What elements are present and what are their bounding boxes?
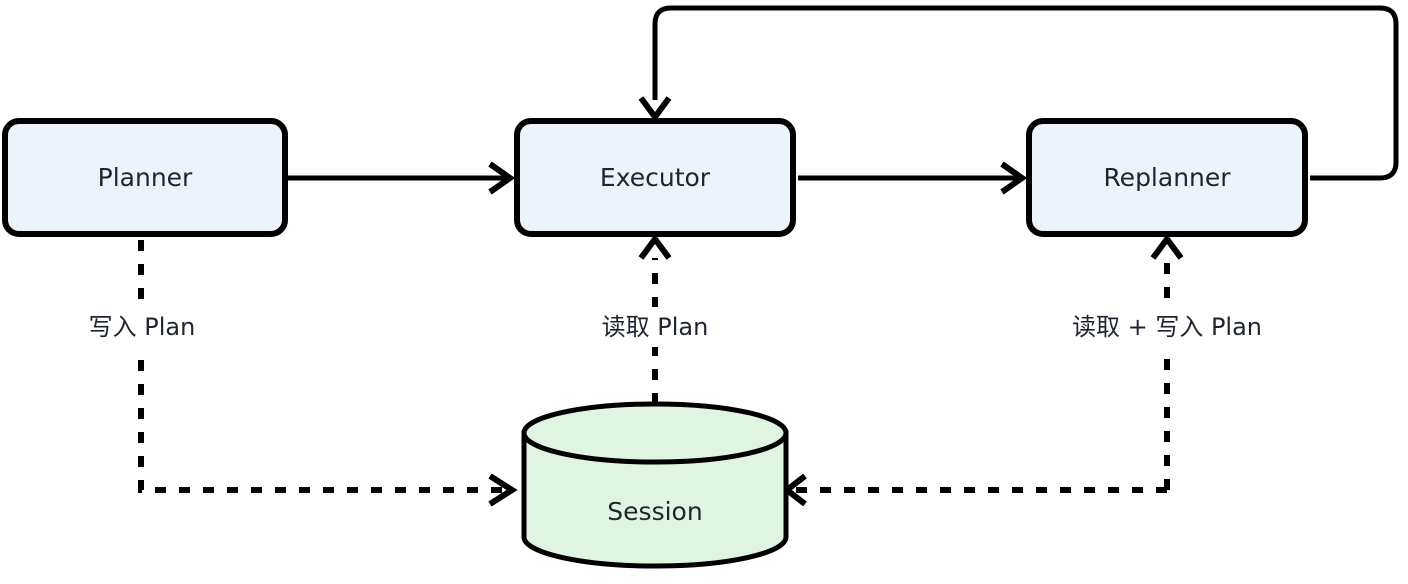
node-executor-label: Executor	[600, 163, 711, 192]
node-planner-shape[interactable]	[2, 118, 288, 237]
node-executor[interactable]: Executor	[514, 118, 796, 237]
edge-line	[652, 5, 1399, 181]
node-replanner-shape[interactable]	[1026, 118, 1308, 237]
node-session[interactable]: Session	[521, 401, 789, 569]
edge-replanner-feedback-loop	[638, 5, 1399, 181]
edge-line	[138, 240, 505, 493]
arrow-head-icon	[488, 161, 516, 195]
label-backdrop	[68, 307, 216, 347]
edge-label-read-write-plan: 读取 + 写入 Plan	[1059, 307, 1275, 347]
node-planner[interactable]: Planner	[2, 118, 288, 237]
edge-planner-to-executor	[288, 161, 516, 195]
node-replanner[interactable]: Replanner	[1026, 118, 1308, 237]
edge-executor-to-replanner	[798, 161, 1028, 195]
arrow-head-icon	[638, 96, 672, 123]
node-session-top[interactable]	[521, 401, 789, 465]
edge-label-text: 读取 + 写入 Plan	[1072, 313, 1262, 341]
arrow-head-icon	[1000, 161, 1028, 195]
arrow-head-icon-replanner	[1150, 233, 1184, 260]
label-backdrop	[1059, 307, 1275, 347]
node-executor-shape[interactable]	[514, 118, 796, 237]
edge-label-text: 写入 Plan	[89, 313, 196, 341]
label-backdrop	[581, 307, 729, 347]
edge-replanner-session	[782, 233, 1184, 507]
arrow-head-icon	[638, 233, 672, 260]
node-replanner-label: Replanner	[1103, 163, 1231, 192]
edge-planner-to-session	[138, 240, 518, 507]
edge-label-text: 读取 Plan	[602, 313, 709, 341]
arrow-head-icon	[488, 473, 518, 507]
node-session-label: Session	[607, 497, 702, 526]
node-planner-label: Planner	[98, 163, 193, 192]
edge-label-read-plan: 读取 Plan	[581, 307, 729, 347]
node-session-body[interactable]	[521, 430, 789, 569]
edge-label-write-plan: 写入 Plan	[68, 307, 216, 347]
